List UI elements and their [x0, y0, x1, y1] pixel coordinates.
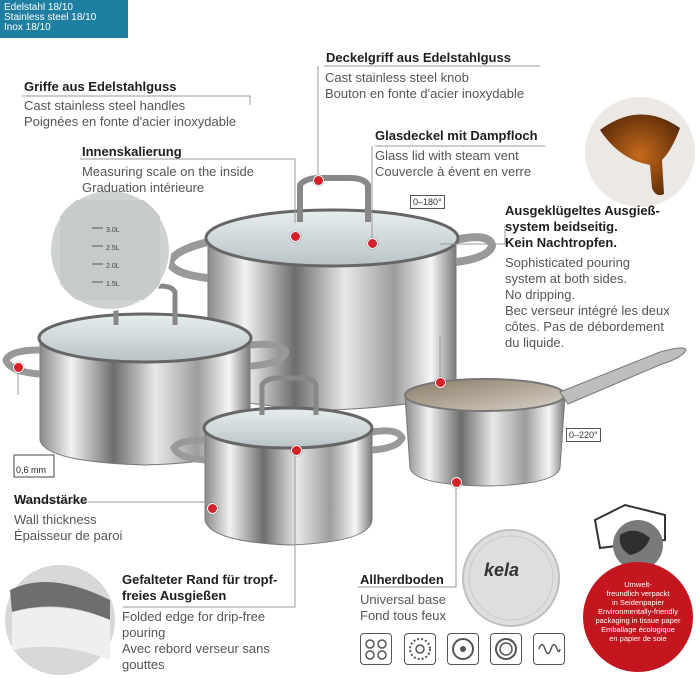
eco-line: Umwelt-	[624, 580, 652, 589]
eco-line: Emballage écologique	[601, 625, 675, 634]
material-badge: Edelstahl 18/10 Stainless steel 18/10 In…	[0, 0, 128, 38]
halogen-hob-icon	[404, 633, 436, 665]
scale-mark: 2.0L	[106, 263, 120, 270]
scale-heading: Innenskalierung	[82, 144, 182, 159]
scale-mark: 1.5L	[106, 281, 120, 288]
marker-casserole-handle	[13, 362, 24, 373]
badge-line-3: Inox 18/10	[4, 22, 51, 33]
brand-logo: kela	[484, 560, 520, 580]
eco-globe	[593, 503, 666, 570]
base-inset	[462, 529, 560, 627]
pouring-en-2: system at both sides.	[505, 271, 628, 286]
pouring-fr-2: côtes. Pas de débordement	[505, 319, 664, 334]
pouring-heading-1: Ausgeklügeltes Ausgieß-	[505, 203, 660, 218]
electric-hob-icon	[447, 633, 479, 665]
lid-temperature-label: 0–180°	[410, 195, 445, 209]
scale-inset	[49, 189, 171, 311]
thickness-fr: Épaisseur de paroi	[14, 528, 123, 543]
scale-mark: 3.0L	[106, 227, 120, 234]
scale-mark: 2.5L	[106, 245, 120, 252]
scale-en: Measuring scale on the inside	[82, 164, 254, 179]
saucepan	[404, 347, 687, 487]
stockpot	[165, 175, 497, 411]
badge-line-2: Stainless steel 18/10	[4, 12, 97, 23]
eco-line: packaging in tissue paper	[595, 616, 681, 625]
pouring-heading: Ausgeklügeltes Ausgieß- system beidseiti…	[505, 203, 660, 251]
marker-handle	[290, 231, 301, 242]
rim-en: Folded edge for drip-free pouring Avec r…	[122, 609, 270, 673]
rim-heading-2: freies Ausgießen	[122, 588, 227, 603]
handles-en: Cast stainless steel handles	[24, 98, 186, 113]
induction-hob-icon	[533, 633, 565, 665]
handles-heading: Griffe aus Edelstahlguss	[24, 79, 177, 94]
pouring-en: Sophisticated pouring system at both sid…	[505, 255, 670, 351]
eco-badge-text: Umwelt- freundlich verpackt in Seidenpap…	[585, 580, 691, 643]
lid-fr: Couvercle à évent en verre	[375, 164, 532, 179]
rim-inset	[5, 565, 115, 675]
rim-en-2: pouring	[122, 625, 166, 640]
rim-en-1: Folded edge for drip-free	[122, 609, 266, 624]
lid-heading: Glasdeckel mit Dampfloch	[375, 128, 538, 143]
sauce-inset	[585, 97, 695, 207]
eco-line: in Seidenpapier	[611, 598, 665, 607]
rim-heading-1: Gefalteter Rand für tropf-	[122, 572, 278, 587]
marker-base	[451, 477, 462, 488]
eco-line: Environmentally-friendly	[597, 607, 679, 616]
handles-fr: Poignées en fonte d'acier inoxydable	[24, 114, 237, 129]
marker-lid	[367, 238, 378, 249]
pouring-fr-1: Bec verseur intégré les deux	[505, 303, 670, 318]
knob-heading: Deckelgriff aus Edelstahlguss	[326, 50, 511, 65]
pouring-en-3: No dripping.	[505, 287, 576, 302]
eco-line: freundlich verpackt	[606, 589, 670, 598]
casserole-pot	[2, 283, 290, 466]
pouring-en-1: Sophisticated pouring	[505, 255, 631, 270]
pouring-fr-3: du liquide.	[505, 335, 565, 350]
marker-knob	[313, 175, 324, 186]
thickness-en: Wall thickness	[14, 512, 97, 527]
base-fr: Fond tous feux	[360, 608, 446, 623]
eco-badge-circle	[583, 562, 693, 672]
eco-line: en papier de soie	[609, 634, 667, 643]
marker-saucepan	[435, 377, 446, 388]
rim-fr-2: gouttes	[122, 657, 165, 672]
thickness-value: 0,6 mm	[16, 465, 47, 475]
base-heading: Allherdboden	[360, 572, 444, 587]
thickness-bracket	[13, 454, 55, 478]
pouring-heading-3: Kein Nachtropfen.	[505, 235, 617, 250]
rim-fr-1: Avec rebord verseur sans	[122, 641, 270, 656]
marker-thickness	[207, 503, 218, 514]
badge-line-1: Edelstahl 18/10	[4, 2, 73, 13]
base-en: Universal base	[360, 592, 446, 607]
pan-temperature-label: 0–220°	[566, 428, 601, 442]
gas-hob-icon	[490, 633, 522, 665]
small-pot	[170, 375, 406, 546]
scale-fr: Graduation intérieure	[82, 180, 205, 195]
marker-rim	[291, 445, 302, 456]
scale-marks: 3.0L 2.5L 2.0L 1.5L	[106, 222, 120, 294]
thickness-heading: Wandstärke	[14, 492, 88, 507]
pouring-heading-2: system beidseitig.	[505, 219, 618, 234]
lid-en: Glass lid with steam vent	[375, 148, 519, 163]
rim-heading: Gefalteter Rand für tropf- freies Ausgie…	[122, 572, 277, 604]
knob-fr: Bouton en fonte d'acier inoxydable	[325, 86, 525, 101]
knob-en: Cast stainless steel knob	[325, 70, 469, 85]
ceramic-hob-icon	[360, 633, 392, 665]
